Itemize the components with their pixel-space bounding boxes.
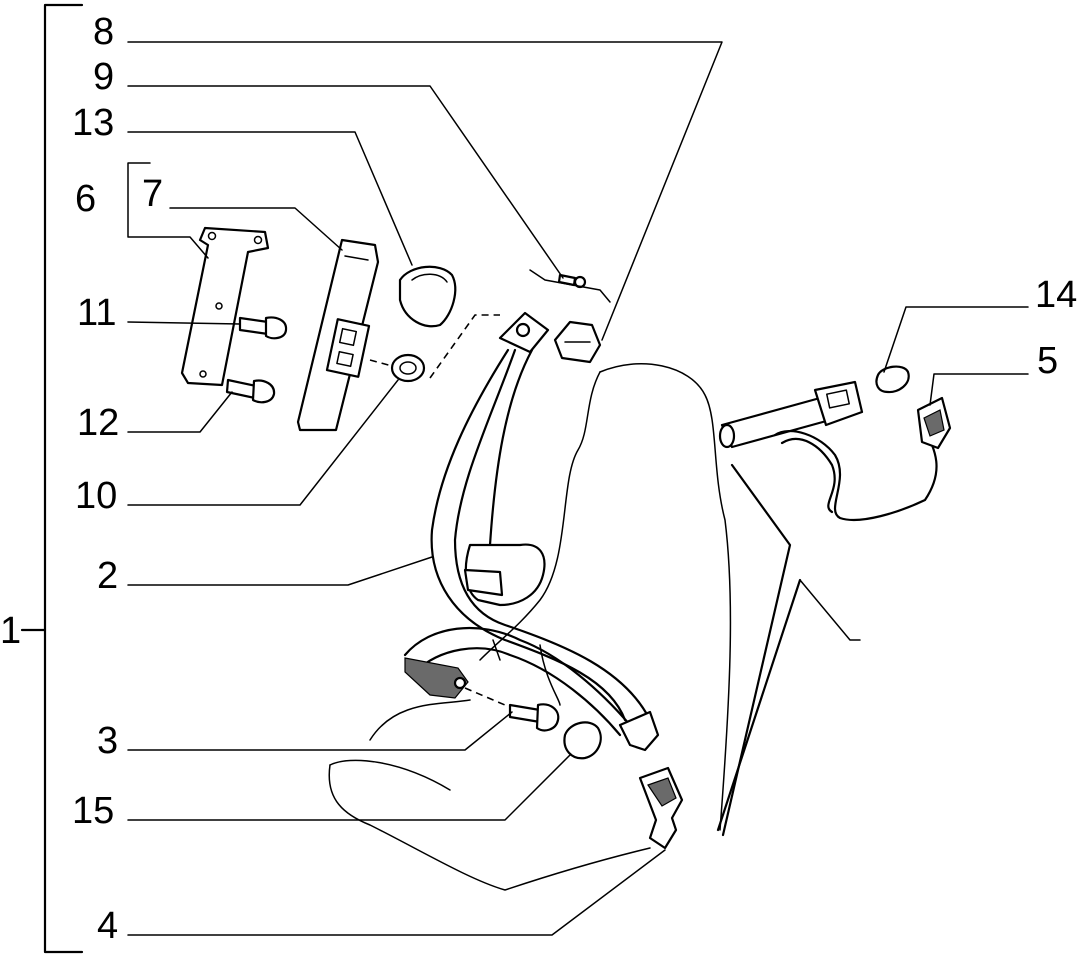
assembly-path-10	[369, 359, 393, 367]
bolt-12	[225, 378, 276, 404]
callout-labels: 1 8 9 13 6 7 11 12 10 2 3 15 4 14 5	[0, 11, 1077, 947]
bolt-11	[238, 316, 288, 340]
callout-7: 7	[142, 173, 163, 215]
cover-8	[553, 320, 602, 364]
leader-7	[169, 207, 343, 251]
seat-pointer-lines	[716, 463, 861, 837]
assembly-path-3	[464, 687, 506, 706]
leader-3	[127, 711, 513, 751]
callout-9: 9	[93, 56, 114, 98]
leader-9	[127, 85, 564, 279]
leader-6	[127, 162, 209, 259]
buckle-4	[638, 766, 684, 850]
cover-cap-13	[398, 265, 457, 328]
callout-8: 8	[93, 11, 114, 53]
callout-6: 6	[75, 178, 96, 220]
leader-lines	[127, 41, 1029, 936]
callout-2: 2	[97, 555, 118, 597]
leader-2	[127, 556, 433, 586]
mounting-plate-6	[180, 226, 270, 387]
assembly-path-upper	[429, 314, 500, 379]
leader-5	[929, 373, 1029, 406]
height-adjuster-7	[296, 238, 380, 432]
cap-15	[563, 721, 602, 760]
leader-14	[883, 306, 1029, 373]
leader-10	[127, 379, 399, 506]
pretensioner-14	[718, 365, 938, 522]
callout-14: 14	[1035, 274, 1077, 316]
seat-belt-webbing	[403, 311, 660, 752]
assembly-bracket-1	[20, 3, 84, 954]
belt-tongue	[618, 710, 660, 752]
callout-5: 5	[1037, 340, 1058, 382]
callout-11: 11	[77, 292, 116, 334]
leader-8	[127, 41, 723, 341]
callout-13: 13	[72, 102, 114, 144]
callout-10: 10	[75, 475, 117, 517]
bolt-3	[508, 703, 560, 732]
leader-4	[127, 849, 666, 936]
connector-5	[916, 396, 952, 450]
lower-anchor-plate	[404, 657, 469, 699]
callout-1: 1	[0, 610, 21, 652]
callout-15: 15	[72, 790, 114, 832]
callout-3: 3	[97, 720, 118, 762]
callout-12: 12	[77, 402, 119, 444]
leader-12	[127, 391, 233, 433]
leader-15	[127, 754, 571, 821]
seat-outline	[328, 362, 732, 891]
screw-9-bracket	[529, 269, 611, 303]
leader-11	[127, 321, 241, 325]
bush-10	[390, 353, 426, 383]
leader-13	[127, 131, 413, 266]
callout-4: 4	[97, 905, 118, 947]
